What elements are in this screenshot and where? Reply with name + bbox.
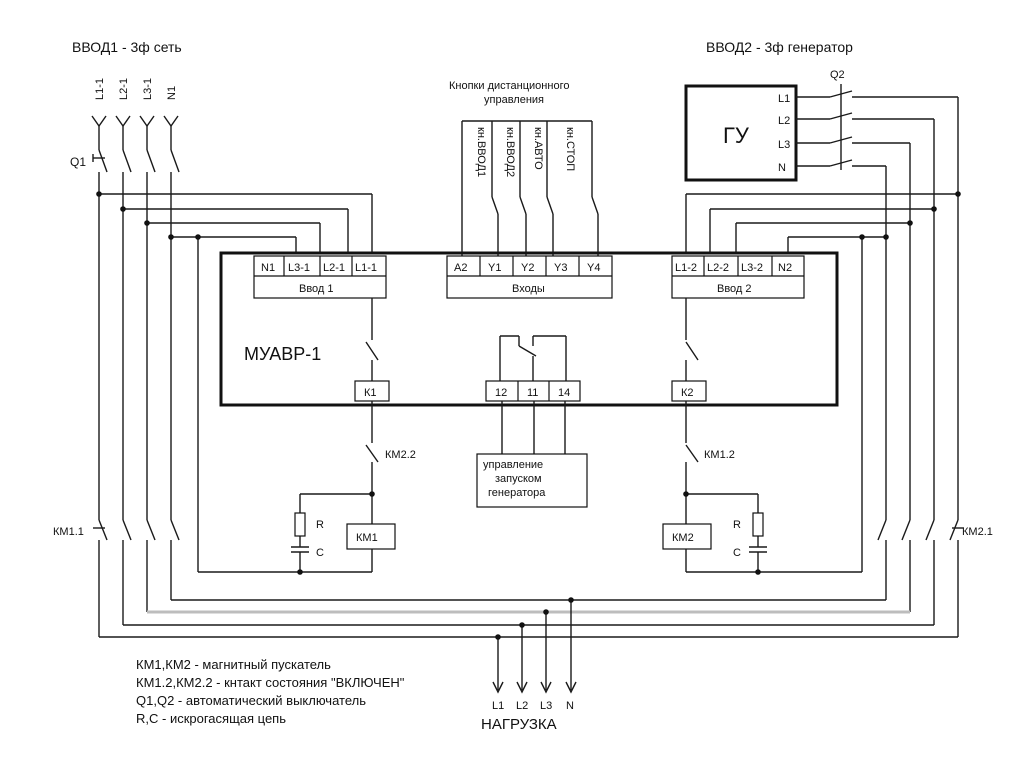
input2-terminal-labels: L1-2 L2-2 L3-2 N2 — [675, 262, 792, 274]
r-right-label: R — [733, 519, 741, 531]
contactor1-label: КМ1.1 — [53, 526, 84, 538]
resistor-r-left — [294, 512, 306, 537]
generator-label: ГУ — [723, 123, 750, 148]
c-right-label: C — [733, 547, 741, 559]
coil-circuit-km1 — [198, 401, 379, 573]
module-name: МУАВР-1 — [244, 344, 321, 364]
svg-text:L1-1: L1-1 — [94, 78, 106, 100]
button-auto-label: кн.АВТО — [532, 127, 544, 170]
coil-km2 — [662, 523, 712, 550]
k2-terminal — [671, 380, 707, 402]
contact-km22-label: КМ2.2 — [385, 449, 416, 461]
svg-text:L1-1: L1-1 — [355, 262, 377, 274]
input1-title: ВВОД1 - 3ф сеть — [72, 39, 182, 55]
svg-text:L2-1: L2-1 — [323, 262, 345, 274]
coil-circuit-km2 — [685, 401, 862, 573]
svg-text:N: N — [566, 700, 574, 712]
input1-terminal-labels: N1 L3-1 L2-1 L1-1 — [261, 262, 377, 274]
svg-text:11: 11 — [527, 387, 538, 399]
contactor2-label: КМ2.1 — [962, 526, 993, 538]
coil-km1 — [346, 523, 396, 550]
load-line-labels: L1 L2 L3 N — [492, 700, 574, 712]
breaker-q1 — [92, 126, 180, 520]
svg-text:Y4: Y4 — [587, 262, 600, 274]
generator-box — [684, 84, 798, 182]
breaker1-label: Q1 — [70, 155, 86, 169]
relay-terminal-labels: 12 11 14 — [495, 387, 570, 399]
coil-km1-label: КМ1 — [356, 532, 378, 544]
contactor-km11 — [93, 519, 180, 637]
svg-text:A2: A2 — [454, 262, 467, 274]
svg-text:12: 12 — [495, 387, 507, 399]
svg-text:L1: L1 — [492, 700, 504, 712]
breaker-q2 — [796, 84, 959, 520]
svg-text:L3: L3 — [540, 700, 552, 712]
input2-junctions — [859, 191, 961, 240]
button-stop-label: кн.СТОП — [564, 127, 576, 171]
supply1-line-labels: L1-1 L2-1 L3-1 N1 — [94, 78, 178, 100]
inputs-block — [446, 255, 613, 299]
input1-junctions — [96, 191, 201, 240]
r-left-label: R — [316, 519, 324, 531]
svg-text:L3-1: L3-1 — [288, 262, 310, 274]
legend-line-3: Q1,Q2 - автоматический выключатель — [136, 693, 366, 708]
load-bus — [99, 597, 958, 694]
button-input1-label: кн.ВВОД1 — [475, 127, 487, 177]
remote-buttons-wires — [461, 120, 599, 256]
svg-text:Y1: Y1 — [488, 262, 501, 274]
generator-terminal-labels: L1 L2 L3 N — [778, 93, 790, 174]
svg-text:L2-1: L2-1 — [118, 78, 130, 100]
svg-text:N2: N2 — [778, 262, 792, 274]
legend-line-4: R,C - искрогасящая цепь — [136, 711, 286, 726]
input1-block-label: Ввод 1 — [299, 283, 334, 295]
c-left-label: C — [316, 547, 324, 559]
svg-text:L1-2: L1-2 — [675, 262, 697, 274]
relay-output-wires — [501, 401, 566, 454]
input2-title: ВВОД2 - 3ф генератор — [706, 39, 853, 55]
svg-text:N1: N1 — [261, 262, 275, 274]
legend: КМ1,КМ2 - магнитный пускатель КМ1.2,КМ2.… — [136, 657, 405, 726]
inputs-terminal-labels: A2 Y1 Y2 Y3 Y4 — [454, 262, 600, 274]
module-muavr — [219, 251, 839, 407]
svg-text:L3-2: L3-2 — [741, 262, 763, 274]
internal-contact-k1 — [365, 298, 379, 381]
inputs-block-label: Входы — [512, 283, 545, 295]
load-title: НАГРУЗКА — [481, 716, 557, 733]
button-input2-label: кн.ВВОД2 — [504, 127, 516, 177]
svg-text:Y3: Y3 — [554, 262, 567, 274]
k2-label: К2 — [681, 387, 694, 399]
contact-km12-label: КМ1.2 — [704, 449, 735, 461]
remote-buttons-title-2: управления — [484, 94, 544, 106]
remote-button-labels: кн.ВВОД1 кн.ВВОД2 кн.АВТО кн.СТОП — [475, 127, 576, 177]
input2-block-label: Ввод 2 — [717, 283, 752, 295]
k1-label: К1 — [364, 387, 377, 399]
contactor-km21 — [877, 519, 964, 637]
svg-text:L2: L2 — [778, 115, 790, 127]
supply1-connectors — [91, 115, 179, 128]
generator-start-box — [476, 453, 588, 508]
svg-text:Y2: Y2 — [521, 262, 534, 274]
svg-text:N: N — [778, 162, 786, 174]
svg-text:L2: L2 — [516, 700, 528, 712]
legend-line-2: КМ1.2,КМ2.2 - кнтакт состояния "ВКЛЮЧЕН" — [136, 675, 405, 690]
relay-terminals — [485, 380, 581, 402]
svg-text:N1: N1 — [166, 86, 178, 100]
resistor-r-right — [752, 512, 764, 537]
internal-contact-k2 — [685, 298, 699, 381]
coil-km2-label: КМ2 — [672, 532, 694, 544]
generator-start-label: управление запуском генератора — [483, 459, 546, 499]
svg-text:L3: L3 — [778, 139, 790, 151]
legend-line-1: КМ1,КМ2 - магнитный пускатель — [136, 657, 331, 672]
svg-text:L2-2: L2-2 — [707, 262, 729, 274]
breaker2-label: Q2 — [830, 69, 845, 81]
svg-text:14: 14 — [558, 387, 570, 399]
svg-text:L3-1: L3-1 — [142, 78, 154, 100]
remote-buttons-title: Кнопки дистанционного — [449, 80, 569, 92]
svg-text:L1: L1 — [778, 93, 790, 105]
relay-contact — [499, 335, 567, 381]
input2-taps — [685, 193, 958, 572]
input1-taps — [99, 193, 373, 572]
